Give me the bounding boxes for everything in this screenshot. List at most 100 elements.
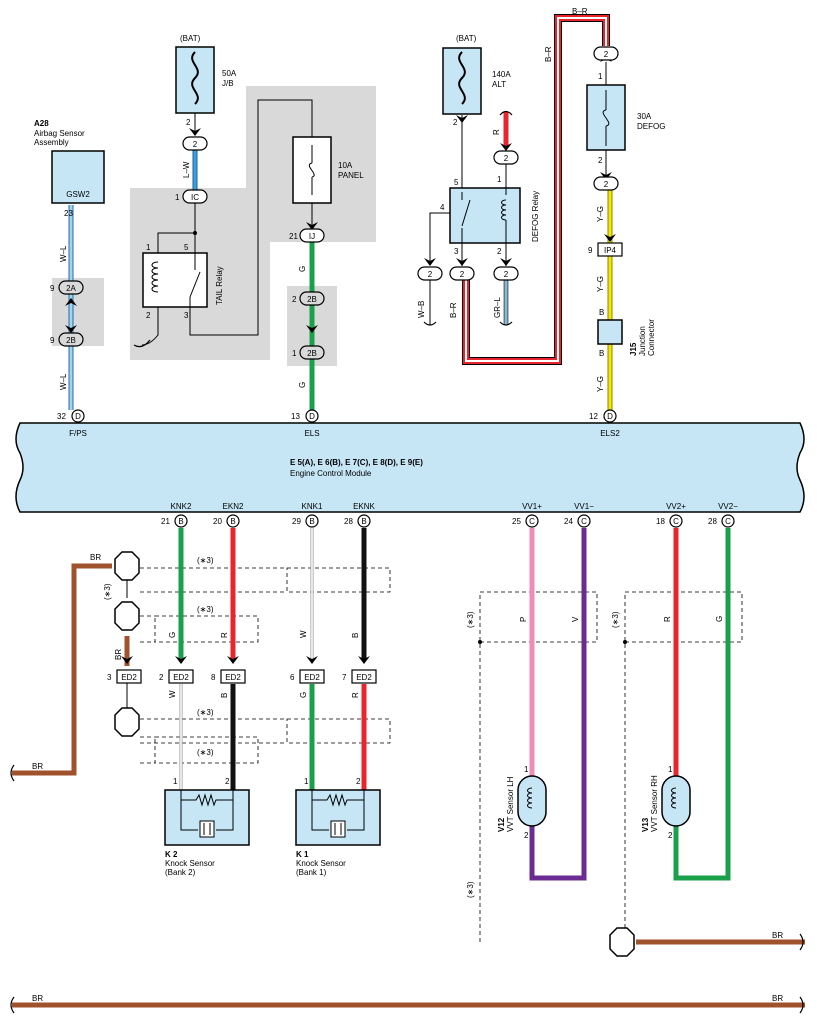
- junction-connector-j15: [597, 319, 623, 345]
- pin-number: 1: [292, 349, 297, 358]
- tail-relay-shaded-area: [130, 86, 376, 360]
- ecm-pin-letter: C: [529, 517, 535, 526]
- pin-number: 1: [146, 243, 151, 252]
- ecm-pin-letter: D: [75, 412, 81, 421]
- shield-note: (∗3): [197, 605, 214, 614]
- ecm-pin-letter: B: [178, 517, 183, 526]
- k1-code: K 1: [296, 850, 309, 859]
- ecm-pin-num: 18: [656, 517, 665, 526]
- bat1-label: (BAT): [180, 34, 201, 43]
- ecm-pin-num: 12: [589, 412, 598, 421]
- connector-label: IJ: [309, 232, 315, 241]
- wire-break-marks: [10, 110, 804, 1014]
- wire-label: G: [168, 632, 177, 638]
- knock-sensor-k2: [164, 789, 250, 846]
- connector-label: 2A: [66, 284, 76, 293]
- ecm-pin-letter: B: [361, 517, 366, 526]
- fuse-50a-jb: [175, 46, 215, 133]
- wire-label: W: [168, 690, 177, 698]
- pin-number: 2: [668, 831, 673, 840]
- ecm-pin-num: 28: [708, 517, 717, 526]
- pin-number: 3: [107, 673, 112, 682]
- connector-label: 2: [460, 270, 465, 279]
- ecm-pin-label-eknk: EKNK: [353, 502, 375, 511]
- wire-label: R: [663, 616, 672, 622]
- j15-code: J15: [629, 342, 638, 356]
- ecm-pin-letter: C: [581, 517, 587, 526]
- defog-relay-pin4-wire: [429, 212, 450, 265]
- ecm-pin-num: 32: [57, 412, 66, 421]
- shield-dashed-lines: [140, 567, 743, 942]
- pin-number: B: [599, 308, 604, 317]
- ecm-pin-letter: B: [230, 517, 235, 526]
- ecm-pin-label-vv1p: VV1+: [522, 502, 542, 511]
- fuse-30a-rating: 30A: [637, 112, 652, 121]
- a28-code: A28: [34, 119, 49, 128]
- ecm-pin-num: 28: [344, 517, 353, 526]
- pin-number: 8: [211, 673, 216, 682]
- tail-relay-label: TAIL Relay: [215, 266, 224, 305]
- wire-v-vv1: [529, 528, 587, 881]
- connector-label: 2: [604, 50, 609, 59]
- wire-label: BR: [32, 994, 43, 1003]
- fuse-10a-rating: 10A: [338, 161, 353, 170]
- ecm-pin-label-vv2m: VV2−: [718, 502, 738, 511]
- fuse-30a-defog: [586, 84, 626, 151]
- wire-label: BR: [90, 553, 101, 562]
- wire-label: W–L: [59, 245, 68, 262]
- pin-number: 6: [290, 673, 295, 682]
- pin-number: 5: [454, 178, 459, 187]
- pin-number: 9: [50, 336, 55, 345]
- v13-name: VVT Sensor RH: [650, 775, 659, 832]
- pin-number: 1: [524, 765, 529, 774]
- pin-number: 23: [64, 209, 73, 218]
- wire-label: R: [492, 129, 501, 135]
- wire-label: G: [299, 692, 308, 698]
- wire-label: G: [298, 266, 307, 272]
- ecm-pin-letter: B: [309, 517, 314, 526]
- wire-label: W–L: [59, 373, 68, 390]
- wire-label: BR: [772, 994, 783, 1003]
- pin-number: 2: [524, 831, 529, 840]
- ecm-pin-num: 21: [161, 517, 170, 526]
- wire-label: G: [715, 616, 724, 622]
- v12-code: V12: [497, 817, 506, 832]
- connector-label: IP4: [604, 246, 617, 255]
- connector-label: ED2: [356, 673, 372, 682]
- wire-label: G: [298, 382, 307, 388]
- fuse-50a-rating: 50A: [222, 69, 237, 78]
- pin-number: 2: [292, 295, 297, 304]
- vvt-sensor-lh: [517, 775, 547, 827]
- k1-name1: Knock Sensor: [296, 859, 346, 868]
- pin-number: 2: [356, 777, 361, 786]
- ecm-pin-label-knk2: KNK2: [171, 502, 192, 511]
- wire-label: W: [299, 630, 308, 638]
- wire-b-r-defog: [462, 14, 610, 365]
- shield-note: (∗3): [611, 611, 620, 628]
- pin-number: 1: [668, 765, 673, 774]
- k1-name2: (Bank 1): [296, 868, 327, 877]
- pin-number: 9: [50, 284, 55, 293]
- connector-label: 2B: [66, 336, 76, 345]
- pin-number: 2: [497, 247, 502, 256]
- pin-number: 2: [186, 118, 191, 127]
- pin-number: 1: [173, 777, 178, 786]
- wire-label: GR–L: [493, 297, 502, 318]
- wire-label: Y–G: [596, 206, 605, 222]
- shield-note: (∗3): [466, 881, 475, 898]
- shield-note: (∗3): [466, 611, 475, 628]
- j15-name2: Connector: [647, 319, 656, 356]
- defog-relay: [449, 160, 521, 244]
- pin-number: 2: [146, 311, 151, 320]
- fuse-50a-name: J/B: [222, 79, 234, 88]
- wire-label: B: [220, 693, 229, 698]
- wire-label: Y–G: [596, 376, 605, 392]
- v12-name: VVT Sensor LH: [506, 776, 515, 832]
- ecm-pin-letter: D: [607, 412, 613, 421]
- tail-relay-wiring: [141, 99, 313, 346]
- ecm-pin-circles: [71, 409, 735, 528]
- wire-label: B–R: [449, 302, 458, 318]
- k2-name1: Knock Sensor: [165, 859, 215, 868]
- bat2-label: (BAT): [456, 34, 477, 43]
